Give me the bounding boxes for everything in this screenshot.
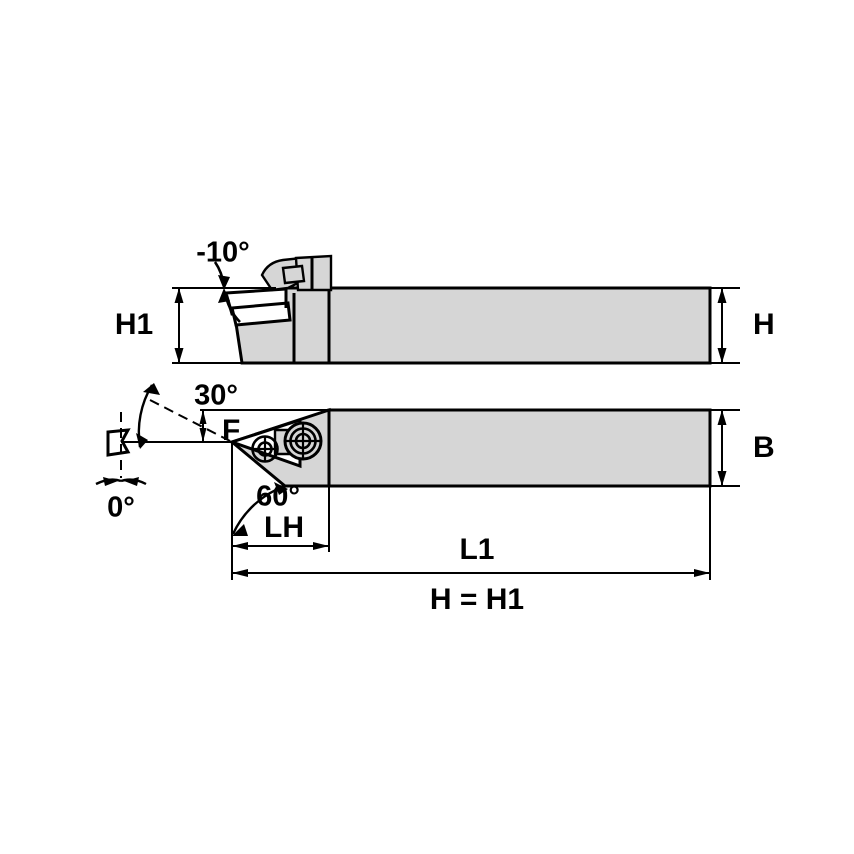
included-angle-arrow-end — [232, 524, 248, 536]
f-label: F — [222, 414, 240, 447]
rake-angle-group: -10° — [196, 237, 250, 323]
h-arrow-top — [717, 288, 727, 303]
included-angle-label: 60° — [256, 481, 300, 513]
l1-arrow-right — [694, 569, 710, 577]
b-label: B — [753, 431, 775, 464]
h-label: H — [753, 308, 775, 341]
lead-angle-group: 30° — [136, 380, 238, 449]
side-view-shank-body — [327, 286, 712, 365]
side-view: H1 -10° H — [115, 237, 775, 365]
lead-angle-arrow-bottom — [136, 433, 148, 449]
lh-arrow-right — [313, 542, 329, 550]
h1-label: H1 — [115, 308, 153, 341]
l1-arrow-left — [232, 569, 248, 577]
plan-view-insert-screw — [251, 435, 279, 463]
lead-angle-arrow-top — [143, 383, 160, 395]
side-view-clamp-screw-boss — [281, 264, 306, 285]
plan-view-shank-body — [327, 408, 712, 488]
b-arrow-top — [717, 410, 727, 425]
h1-arrow-bottom — [174, 348, 184, 363]
included-angle-group: 60° — [231, 481, 300, 536]
h1-arrow-top — [174, 288, 184, 303]
insert-cross-section — [106, 412, 131, 478]
h-arrow-bottom — [717, 348, 727, 363]
insert-screw-crosshair — [252, 436, 278, 462]
h-dimension-group: H — [710, 287, 775, 364]
plan-view-clamp-screw — [283, 421, 323, 461]
clearance-angle-group: 0° — [95, 477, 147, 524]
lh-arrow-left — [232, 542, 248, 550]
insert-section-profile — [106, 428, 131, 457]
included-angle-arrow-start — [274, 482, 288, 495]
h1-dimension-group: H1 — [115, 288, 184, 363]
side-view-insert-flange — [230, 301, 292, 327]
plan-view: 30° F 0° 60° — [95, 380, 775, 616]
lh-dimension-group: LH — [231, 442, 330, 552]
rake-arrow-upper — [218, 275, 230, 290]
plan-view-tip-upper-guide — [231, 409, 330, 443]
clearance-angle-label: 0° — [107, 492, 135, 524]
clamp-screw-crosshair — [285, 423, 321, 459]
rake-arrow-lower — [218, 288, 230, 303]
b-arrow-bottom — [717, 471, 727, 486]
lead-angle-label: 30° — [194, 380, 238, 412]
l1-label: L1 — [459, 533, 494, 566]
b-dimension-group: B — [710, 409, 775, 487]
f-dimension-group: F — [199, 410, 240, 447]
lh-label: LH — [264, 511, 304, 544]
rake-angle-label: -10° — [196, 237, 250, 269]
l1-dimension-group: L1 — [231, 486, 711, 580]
clearance-arrow-left — [103, 477, 118, 486]
note-h-equals-h1: H = H1 — [430, 583, 524, 616]
clearance-arrow-right — [124, 477, 139, 486]
f-arrow-bottom — [199, 428, 207, 442]
f-arrow-top — [199, 410, 207, 424]
